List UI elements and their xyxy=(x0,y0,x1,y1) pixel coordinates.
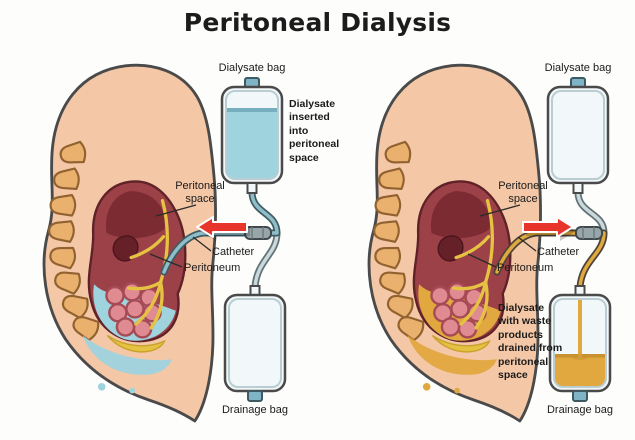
dialysate-bag-label-right: Dialysate bag xyxy=(544,62,612,74)
page-title: Peritoneal Dialysis xyxy=(183,8,452,37)
dialysate-bag-right xyxy=(546,77,610,194)
drainage-bag-right xyxy=(548,285,612,402)
label-pointer-lines xyxy=(149,204,537,268)
tube-left-to-drainage xyxy=(251,229,281,291)
dialysate-bag-label-left: Dialysate bag xyxy=(218,62,286,74)
drainage-bag-label-left: Drainage bag xyxy=(221,404,289,416)
tube-left-dialysate-in xyxy=(160,188,281,276)
flow-arrow-out xyxy=(522,216,576,241)
dialysate-bag-left xyxy=(220,77,284,194)
peritoneal-space-label-right: Peritoneal space xyxy=(498,180,548,206)
tube-right-waste-out xyxy=(493,229,608,291)
catheter-label-right: Catheter xyxy=(537,246,580,258)
drainage-bag-label-right: Drainage bag xyxy=(546,404,614,416)
tube-right-from-dialysate xyxy=(574,188,608,237)
torso-left xyxy=(44,65,215,421)
catheter-connector-right xyxy=(575,226,603,240)
flow-note-right: Dialysate with waste products drained fr… xyxy=(498,302,563,382)
peritoneum-label-right: Peritoneum xyxy=(497,262,554,274)
peritoneum-label-left: Peritoneum xyxy=(184,262,241,274)
catheter-label-left: Catheter xyxy=(212,246,255,258)
flow-note-left: Dialysate inserted into peritoneal space xyxy=(289,98,340,164)
peritoneal-space-label-left: Peritoneal space xyxy=(175,180,225,206)
flow-arrow-in xyxy=(196,216,250,241)
drainage-bag-left xyxy=(223,285,287,402)
